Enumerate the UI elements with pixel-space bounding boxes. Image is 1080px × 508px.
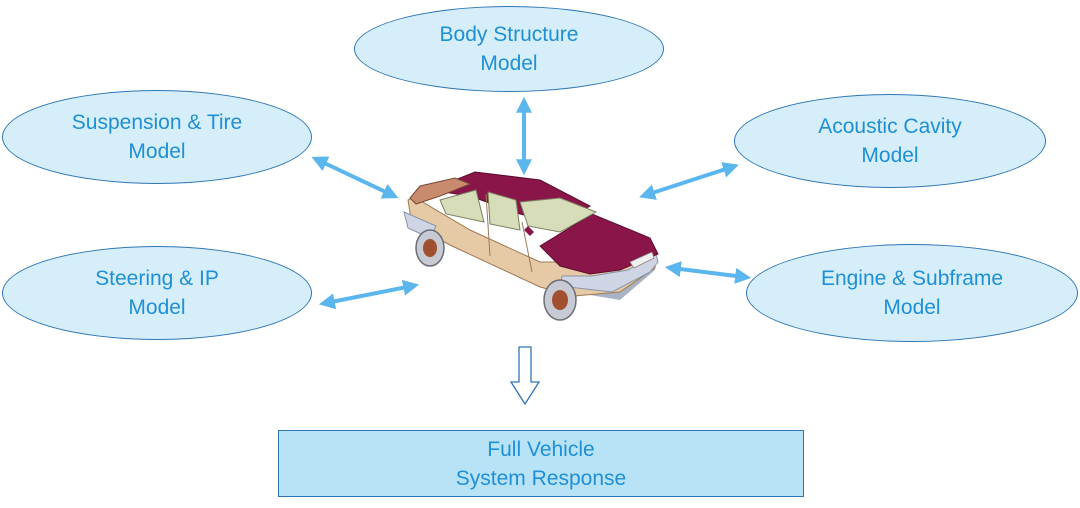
arrow-suspension — [311, 156, 399, 199]
node-engine-subframe-line1: Engine & Subframe — [820, 267, 1004, 290]
down-arrow-icon — [509, 346, 541, 406]
node-acoustic-cavity-line1: Acoustic Cavity — [818, 115, 962, 138]
node-steering-ip-line2: Model — [128, 296, 186, 319]
node-suspension-tire-line1: Suspension & Tire — [71, 111, 243, 134]
result-line2: System Response — [455, 466, 627, 490]
arrow-steering — [318, 279, 420, 310]
node-steering-ip-line1: Steering & IP — [95, 267, 219, 290]
car-model-icon — [403, 171, 659, 321]
node-engine-subframe-line2: Model — [883, 296, 941, 319]
node-body-structure-line1: Body Structure — [439, 23, 579, 46]
arrow-acoustic — [639, 162, 739, 200]
arrow-engine — [664, 261, 752, 284]
node-acoustic-cavity-line2: Model — [861, 144, 919, 167]
node-body-structure: Body Structure Model — [354, 6, 664, 92]
node-engine-subframe: Engine & Subframe Model — [746, 244, 1078, 342]
node-suspension-tire: Suspension & Tire Model — [2, 90, 312, 184]
full-vehicle-response-box: Full Vehicle System Response — [278, 430, 804, 497]
node-suspension-tire-line2: Model — [128, 140, 186, 163]
node-body-structure-line2: Model — [480, 52, 538, 75]
result-line1: Full Vehicle — [487, 437, 595, 461]
node-acoustic-cavity: Acoustic Cavity Model — [734, 94, 1046, 188]
node-steering-ip: Steering & IP Model — [2, 246, 312, 340]
